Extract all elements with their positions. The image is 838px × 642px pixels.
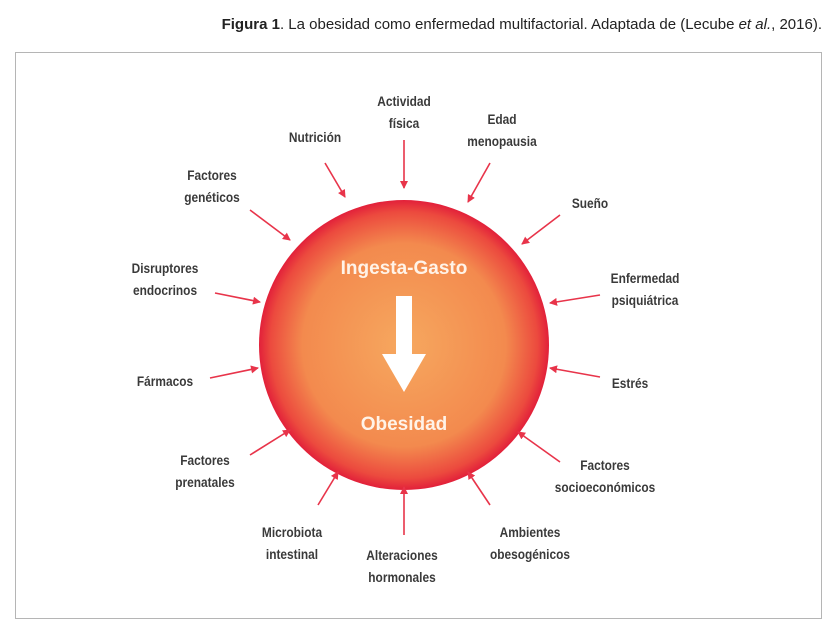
factor-label: Estrés <box>612 375 648 391</box>
factor-label: Fármacos <box>137 373 193 389</box>
caption-italic: et al. <box>738 16 772 33</box>
factor-arrow <box>317 471 339 506</box>
factor-label-line1: Edad <box>487 111 516 127</box>
factor-label-line2: intestinal <box>266 546 318 562</box>
factor-label: Microbiota intestinal <box>262 524 323 562</box>
factor-label-line1: Factores <box>187 167 237 183</box>
factor-label-line1: Enfermedad <box>611 270 680 286</box>
factor-label-line2: endocrinos <box>133 282 197 298</box>
down-arrow-icon <box>382 296 426 392</box>
factor-label: Actividad física <box>377 93 431 131</box>
factor-arrow <box>324 162 346 198</box>
factor-label-line2: hormonales <box>368 569 435 585</box>
factor-label: Ambientes obesogénicos <box>490 524 570 562</box>
factor-arrow <box>467 471 491 506</box>
figure-caption: Figura 1. La obesidad como enfermedad mu… <box>222 16 822 33</box>
factor-label-line1: Sueño <box>572 195 608 211</box>
factor-label-line1: Fármacos <box>137 373 193 389</box>
factor-arrow <box>549 294 601 306</box>
factor-label-line1: Nutrición <box>289 129 341 145</box>
factor-label-line1: Microbiota <box>262 524 323 540</box>
caption-text: . La obesidad como enfermedad multifacto… <box>279 16 739 33</box>
factor-label-line2: socioeconómicos <box>555 479 655 495</box>
factor-arrow <box>467 162 491 203</box>
factor-label-line2: menopausia <box>467 133 537 149</box>
factor-label: Nutrición <box>289 129 341 145</box>
figure-label: Figura 1 <box>221 16 280 33</box>
factor-arrow <box>249 209 291 241</box>
factor-label-line2: obesogénicos <box>490 546 570 562</box>
factor-arrow <box>521 214 561 245</box>
factor-label: Disruptores endocrinos <box>132 260 199 298</box>
factor-label-line2: psiquiátrica <box>612 292 679 308</box>
factor-label: Factores genéticos <box>184 167 240 205</box>
factor-label: Factores prenatales <box>175 452 235 490</box>
factor-label-line1: Ambientes <box>500 524 561 540</box>
factor-label-line2: física <box>389 115 420 131</box>
factor-label: Sueño <box>572 195 608 211</box>
factor-label-line1: Factores <box>580 457 630 473</box>
figure-frame <box>15 52 822 619</box>
factor-label-line1: Estrés <box>612 375 648 391</box>
factor-label-line1: Factores <box>180 452 230 468</box>
factor-arrow <box>249 429 291 456</box>
factor-arrow <box>214 292 261 305</box>
center-bottom-label: Obesidad <box>361 414 448 435</box>
caption-end: , 2016). <box>771 16 822 33</box>
factor-label-line1: Actividad <box>377 93 431 109</box>
factor-label: Factores socioeconómicos <box>555 457 655 495</box>
center-top-label: Ingesta-Gasto <box>341 258 468 279</box>
factor-label-line2: prenatales <box>175 474 235 490</box>
factor-label: Edad menopausia <box>467 111 537 149</box>
factor-label-line1: Disruptores <box>132 260 199 276</box>
factor-label-line2: genéticos <box>184 189 240 205</box>
factor-label-line1: Alteraciones <box>366 547 437 563</box>
factor-label: Enfermedad psiquiátrica <box>611 270 680 308</box>
factor-arrow <box>209 365 259 379</box>
factor-arrow <box>549 365 601 378</box>
factor-arrow <box>517 431 561 463</box>
factor-label: Alteraciones hormonales <box>366 547 437 585</box>
